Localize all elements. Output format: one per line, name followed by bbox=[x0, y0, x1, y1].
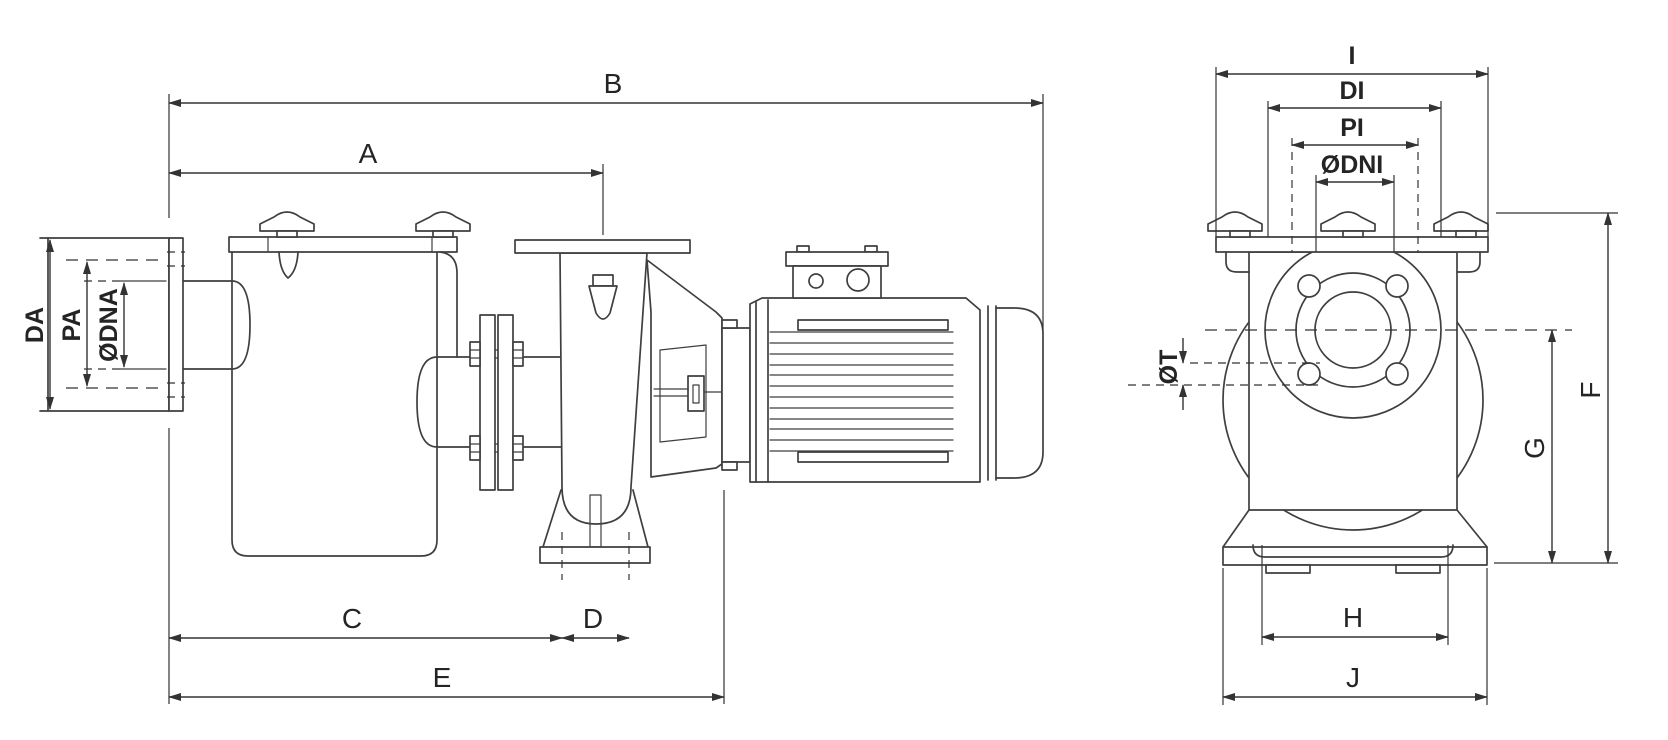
dim-label-di: DI bbox=[1340, 77, 1365, 105]
bolt-hole bbox=[1385, 362, 1409, 386]
dim-label-b: B bbox=[604, 68, 623, 99]
bolt-hole bbox=[1385, 274, 1409, 298]
dim-label-dna: ØDNA bbox=[95, 288, 123, 362]
base-feet bbox=[1222, 509, 1488, 574]
vent-plug bbox=[588, 285, 618, 320]
foot-pad bbox=[1265, 564, 1311, 574]
foot-pad bbox=[1395, 564, 1441, 574]
coupling-flanges bbox=[436, 314, 562, 491]
lid-bracket bbox=[1225, 251, 1250, 273]
dim-label-e: E bbox=[433, 662, 452, 693]
vent-plug-cap bbox=[592, 274, 614, 287]
bolt-hole bbox=[1297, 274, 1321, 298]
outlet-elbow bbox=[439, 251, 458, 358]
foot-plate bbox=[539, 546, 651, 564]
flange-bolt bbox=[469, 341, 524, 367]
dim-label-dni: ØDNI bbox=[1321, 151, 1384, 179]
dim-label-pi: PI bbox=[1340, 114, 1364, 142]
lid-knob bbox=[1207, 211, 1263, 238]
dim-label-da: DA bbox=[21, 307, 49, 343]
base-plate bbox=[1222, 546, 1488, 566]
flange-bolt bbox=[469, 435, 524, 461]
dim-label-c: C bbox=[342, 603, 362, 634]
motor-adapter bbox=[721, 319, 751, 471]
dim-label-g: G bbox=[1519, 437, 1550, 459]
pot-lid-front bbox=[1207, 211, 1489, 273]
suction-flange bbox=[39, 237, 251, 412]
bolt-hole bbox=[1297, 362, 1321, 386]
lid-knob bbox=[1320, 211, 1376, 238]
motor-body bbox=[749, 297, 981, 483]
strainer-pot bbox=[228, 211, 471, 557]
lid-screw-tip bbox=[278, 251, 299, 279]
motor-fins bbox=[769, 331, 954, 452]
shaft-key bbox=[692, 384, 700, 404]
dim-label-t: ØT bbox=[1155, 350, 1183, 385]
lid-knob bbox=[415, 211, 471, 238]
cable-gland-hole bbox=[846, 268, 870, 292]
terminal-box bbox=[785, 245, 889, 299]
pot-lid bbox=[228, 236, 458, 253]
lid-knob bbox=[1433, 211, 1489, 238]
discharge-column bbox=[514, 239, 691, 525]
flange-disc bbox=[497, 314, 514, 491]
dim-label-d: D bbox=[583, 603, 603, 634]
flange-disc bbox=[479, 314, 496, 491]
motor-end-cap bbox=[987, 305, 1044, 481]
dim-label-j: J bbox=[1346, 662, 1360, 693]
suction-eye-dome bbox=[231, 280, 251, 370]
side-view: B A C D E DA PA ØDNA bbox=[21, 68, 1044, 704]
pump-foot bbox=[539, 489, 651, 580]
side-view-dimensions: B A C D E DA PA ØDNA bbox=[21, 68, 1044, 704]
motor bbox=[749, 245, 1044, 483]
discharge-flange bbox=[514, 239, 691, 254]
dim-label-i: I bbox=[1349, 42, 1356, 70]
shaft-coupling bbox=[687, 375, 705, 412]
dim-label-h: H bbox=[1343, 602, 1363, 633]
cable-gland-hole bbox=[808, 273, 824, 289]
dim-label-a: A bbox=[359, 138, 378, 169]
dim-label-pa: PA bbox=[58, 309, 86, 342]
lid-bracket bbox=[1456, 251, 1481, 273]
front-view: I DI PI ØDNI ØT bbox=[1128, 42, 1618, 705]
lid-knob bbox=[259, 211, 315, 238]
bell-housing bbox=[646, 259, 723, 478]
front-view-dimensions: I DI PI ØDNI ØT bbox=[1128, 42, 1618, 705]
bolt-hole-dimension: ØT bbox=[1128, 338, 1320, 410]
outlet-eye-dome bbox=[416, 356, 438, 448]
dim-label-f: F bbox=[1575, 381, 1606, 398]
flange-plate bbox=[168, 237, 184, 412]
